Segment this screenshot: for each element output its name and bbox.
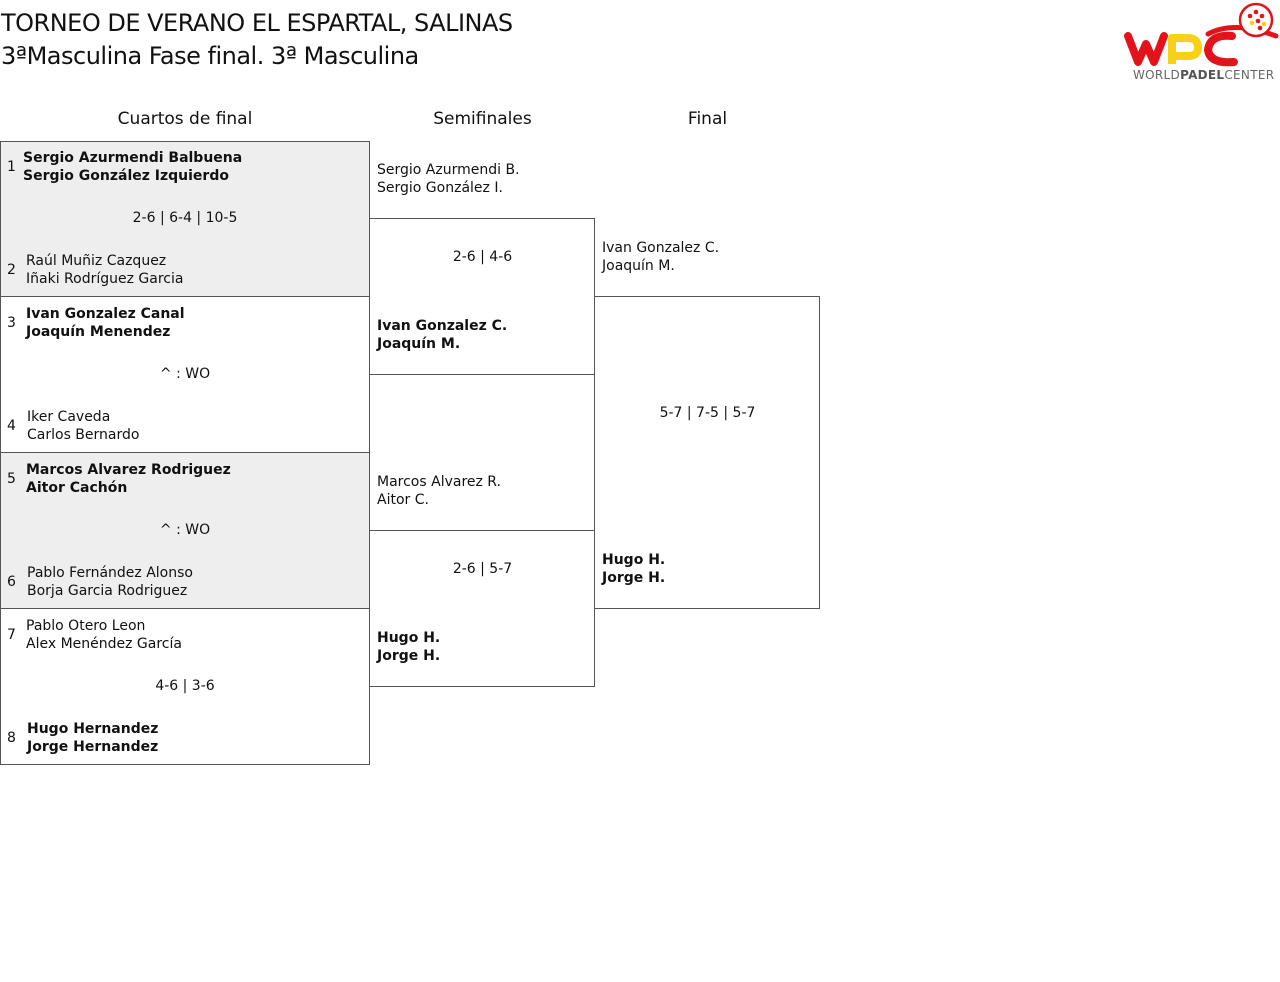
team-pair: Sergio Azurmendi B. Sergio González I. <box>377 161 520 197</box>
wpc-logo <box>1124 2 1279 67</box>
player-name: Jorge H. <box>377 648 441 664</box>
round-header-semifinals: Semifinales <box>433 109 532 129</box>
player-name: Joaquín M. <box>602 258 675 274</box>
team-pair: Hugo H. Jorge H. <box>377 629 440 665</box>
seed-number: 6 <box>7 574 16 590</box>
category-title: 3ªMasculina Fase final. 3ª Masculina <box>1 42 419 70</box>
seed-number: 1 <box>7 159 16 175</box>
team-pair: Raúl Muñiz Cazquez Iñaki Rodríguez Garci… <box>26 252 183 288</box>
seed-number: 4 <box>7 418 16 434</box>
team-pair: Hugo Hernandez Jorge Hernandez <box>27 720 158 756</box>
seed-number: 7 <box>7 627 16 643</box>
match-score: 5-7 | 7-5 | 5-7 <box>659 405 756 421</box>
match-score: 2-6 | 6-4 | 10-5 <box>132 210 238 226</box>
player-name: Sergio Azurmendi Balbuena <box>23 150 243 166</box>
seed-number: 8 <box>7 730 16 746</box>
team-pair: Ivan Gonzalez C. Joaquín M. <box>602 239 719 275</box>
player-name: Alex Menéndez García <box>26 636 182 652</box>
tournament-title: TORNEO DE VERANO EL ESPARTAL, SALINAS <box>1 9 513 37</box>
seed-number: 2 <box>7 262 16 278</box>
player-name: Iñaki Rodríguez Garcia <box>26 271 184 287</box>
player-name: Jorge H. <box>602 570 666 586</box>
player-name: Jorge Hernandez <box>27 739 159 755</box>
final-match <box>594 296 820 609</box>
team-pair: Marcos Alvarez Rodriguez Aitor Cachón <box>26 461 231 497</box>
match-score: 2-6 | 5-7 <box>452 561 513 577</box>
player-name: Iker Caveda <box>27 409 111 425</box>
logo-text: WORLDPADELCENTER <box>1133 68 1275 82</box>
player-name: Pablo Otero Leon <box>26 618 146 634</box>
team-pair: Marcos Alvarez R. Aitor C. <box>377 473 501 509</box>
quarterfinal-match-1 <box>0 141 370 297</box>
team-pair: Ivan Gonzalez Canal Joaquín Menendez <box>26 305 185 341</box>
player-name: Joaquín Menendez <box>26 324 171 340</box>
player-name: Hugo H. <box>377 630 441 646</box>
player-name: Ivan Gonzalez C. <box>377 318 508 334</box>
team-pair: Hugo H. Jorge H. <box>602 551 665 587</box>
player-name: Sergio González Izquierdo <box>23 168 229 184</box>
round-header-quarterfinals: Cuartos de final <box>117 109 253 129</box>
player-name: Carlos Bernardo <box>27 427 140 443</box>
round-header-final: Final <box>687 109 728 129</box>
player-name: Sergio Azurmendi B. <box>377 162 520 178</box>
quarterfinal-match-3 <box>0 452 370 609</box>
player-name: Raúl Muñiz Cazquez <box>26 253 167 269</box>
seed-number: 5 <box>7 471 16 487</box>
match-score: 4-6 | 3-6 <box>155 678 215 694</box>
match-score: ^ : WO <box>159 522 211 538</box>
player-name: Aitor C. <box>377 492 429 508</box>
match-score: 2-6 | 4-6 <box>452 249 513 265</box>
team-pair: Ivan Gonzalez C. Joaquín M. <box>377 317 507 353</box>
player-name: Ivan Gonzalez C. <box>602 240 720 256</box>
match-score: ^ : WO <box>159 366 211 382</box>
player-name: Marcos Alvarez Rodriguez <box>26 462 231 478</box>
team-pair: Iker Caveda Carlos Bernardo <box>27 408 139 444</box>
player-name: Hugo H. <box>602 552 666 568</box>
player-name: Joaquín M. <box>377 336 461 352</box>
player-name: Sergio González I. <box>377 180 503 196</box>
seed-number: 3 <box>7 315 16 331</box>
team-pair: Sergio Azurmendi Balbuena Sergio Gonzále… <box>23 149 242 185</box>
player-name: Pablo Fernández Alonso <box>27 565 193 581</box>
player-name: Ivan Gonzalez Canal <box>26 306 185 322</box>
player-name: Marcos Alvarez R. <box>377 474 501 490</box>
team-pair: Pablo Fernández Alonso Borja Garcia Rodr… <box>27 564 193 600</box>
player-name: Aitor Cachón <box>26 480 128 496</box>
player-name: Borja Garcia Rodriguez <box>27 583 188 599</box>
player-name: Hugo Hernandez <box>27 721 159 737</box>
team-pair: Pablo Otero Leon Alex Menéndez García <box>26 617 182 653</box>
